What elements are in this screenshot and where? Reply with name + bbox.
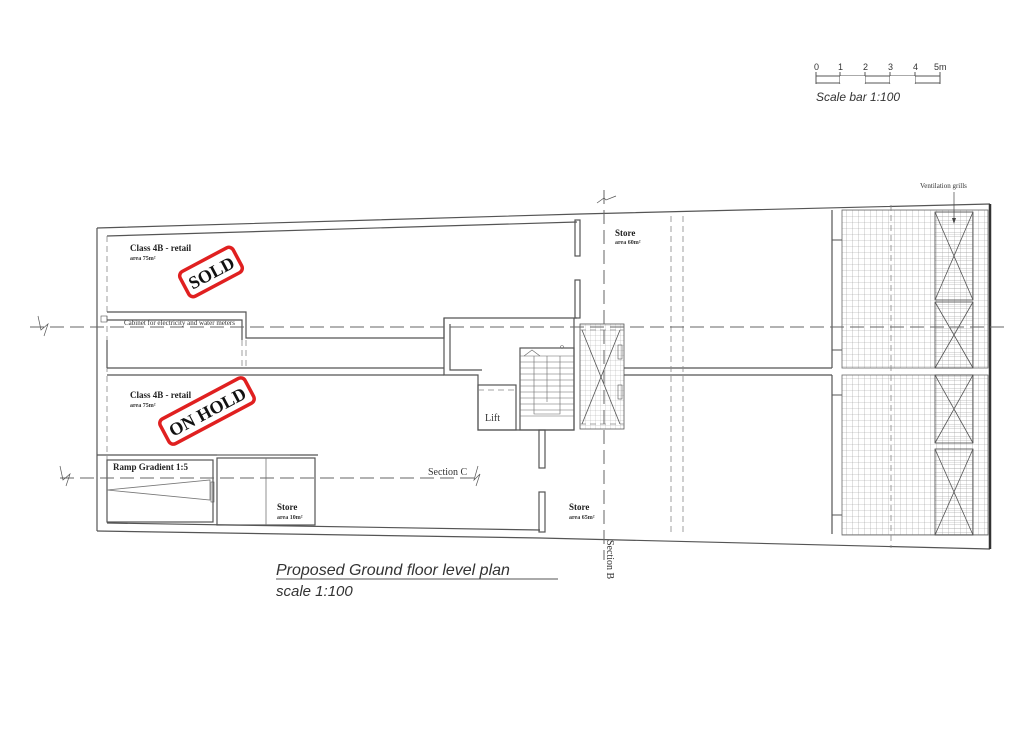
room-area-store-lower: area 65m² [569, 515, 595, 521]
room-area-retail-lower: area 75m² [130, 403, 156, 409]
on-hold-stamp: ON HOLD [158, 376, 256, 446]
scale-bar: 0 1 2 3 4 5m Scale bar 1:100 [814, 62, 947, 104]
sold-stamp: SOLD [177, 245, 245, 299]
drawing-subtitle: scale 1:100 [276, 583, 353, 600]
room-title-store-small: Store [277, 502, 297, 512]
room-area-retail-upper: area 75m² [130, 256, 156, 262]
section-c-marker-left-icon [59, 465, 71, 487]
room-area-store-small: area 10m² [277, 515, 303, 521]
section-a-marker-icon [37, 315, 49, 337]
lift-label: Lift [485, 413, 500, 424]
section-c-marker-right-icon [473, 465, 481, 487]
scale-bar-caption: Scale bar 1:100 [816, 90, 900, 104]
scale-tick-2: 2 [863, 62, 868, 72]
room-title-store-lower: Store [569, 502, 589, 512]
scale-tick-5: 5m [934, 62, 947, 72]
scale-tick-3: 3 [888, 62, 893, 72]
ventilation-grills [934, 192, 974, 536]
section-b-marker-top-icon [596, 195, 617, 204]
store-walls [624, 210, 842, 536]
cabinet-label: Cabinet for electricity and water meters [124, 319, 235, 327]
ramp-label: Ramp Gradient 1:5 [113, 462, 188, 472]
core-walls [443, 219, 581, 533]
lift-shaft [477, 384, 517, 431]
ventilation-label: Ventilation grills [920, 182, 967, 190]
scale-tick-4: 4 [913, 62, 918, 72]
retail-upper-walls [100, 311, 577, 376]
lightwell [579, 323, 625, 430]
scale-tick-1: 1 [838, 62, 843, 72]
stair-enclosure [519, 347, 575, 431]
drawing-title: Proposed Ground floor level plan [276, 562, 510, 579]
room-title-retail-lower: Class 4B - retail [130, 390, 192, 400]
scale-bar-ruler [815, 72, 941, 84]
scale-tick-0: 0 [814, 62, 819, 72]
building-outline [96, 203, 992, 550]
section-c-label: Section C [428, 467, 467, 478]
room-area-store-upper: area 60m² [615, 240, 641, 246]
section-b-label: Section B [604, 540, 615, 579]
room-title-store-upper: Store [615, 228, 635, 238]
stair-treads [520, 345, 574, 417]
room-title-retail-upper: Class 4B - retail [130, 243, 192, 253]
ramp-area [97, 454, 318, 526]
section-lines [30, 190, 1010, 560]
